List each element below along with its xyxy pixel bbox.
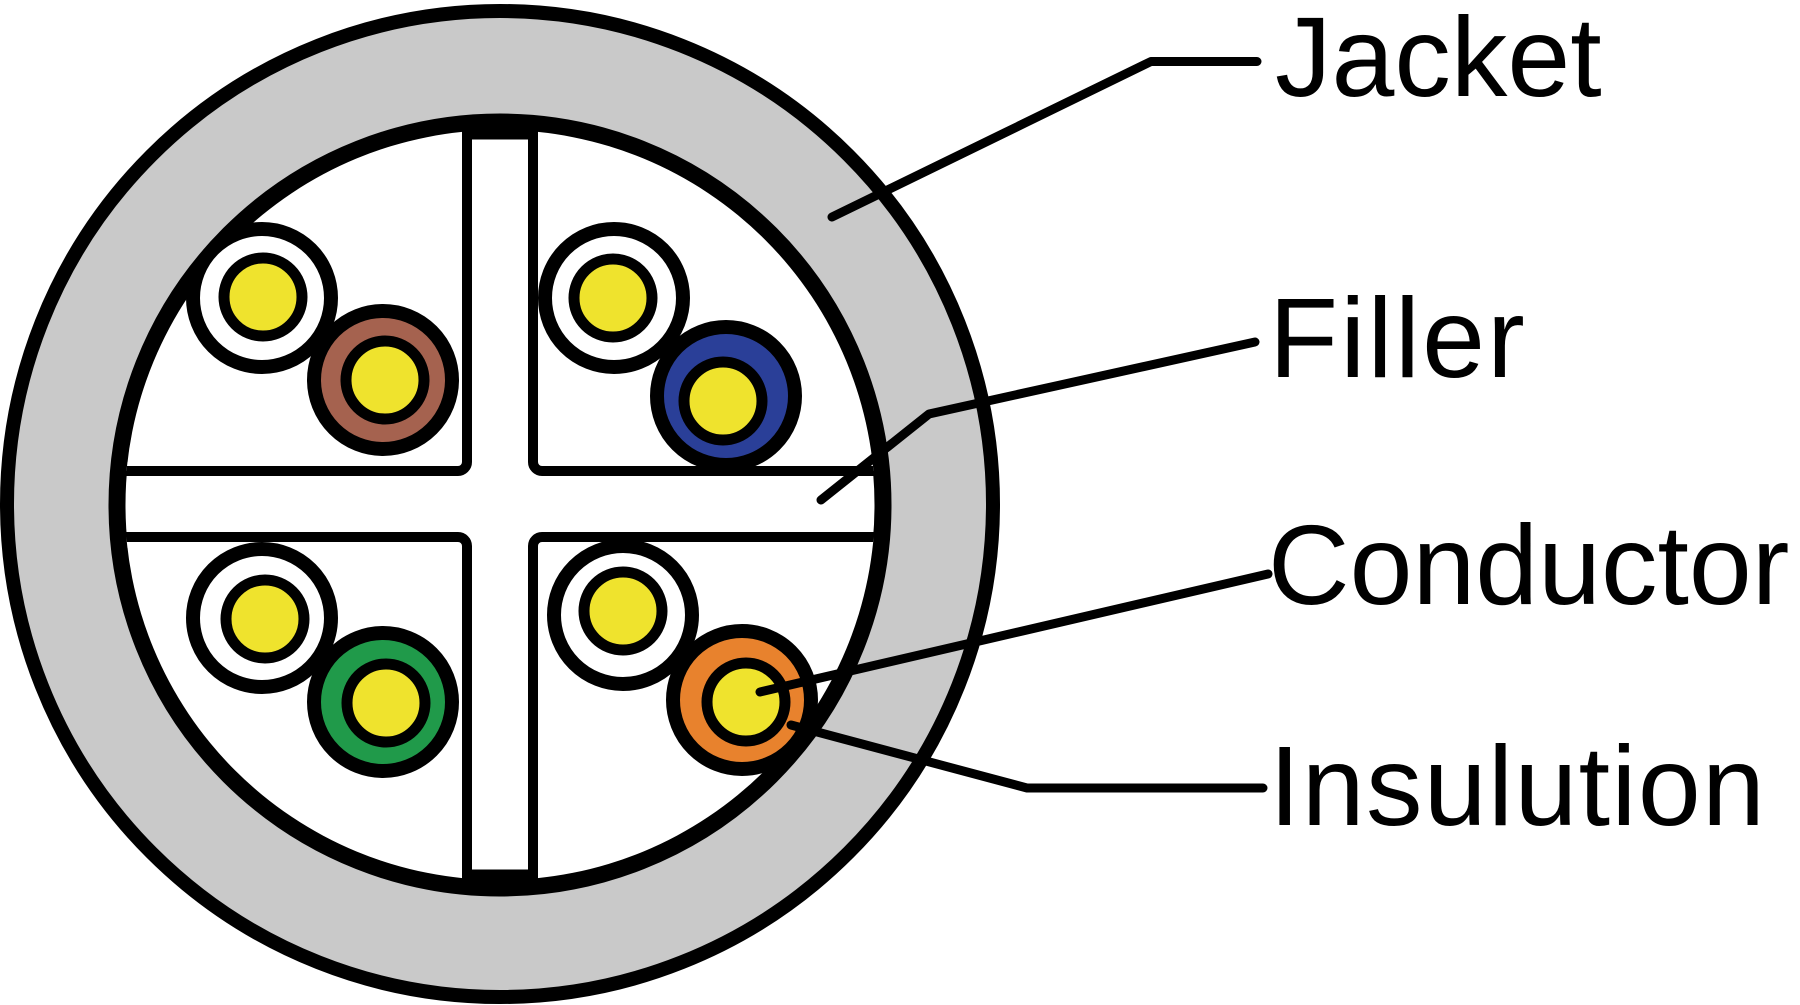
svg-text:Insulution: Insulution xyxy=(1269,723,1766,849)
svg-text:Filler: Filler xyxy=(1269,275,1527,401)
svg-text:Jacket: Jacket xyxy=(1275,0,1602,120)
svg-text:Conductor: Conductor xyxy=(1268,502,1789,628)
